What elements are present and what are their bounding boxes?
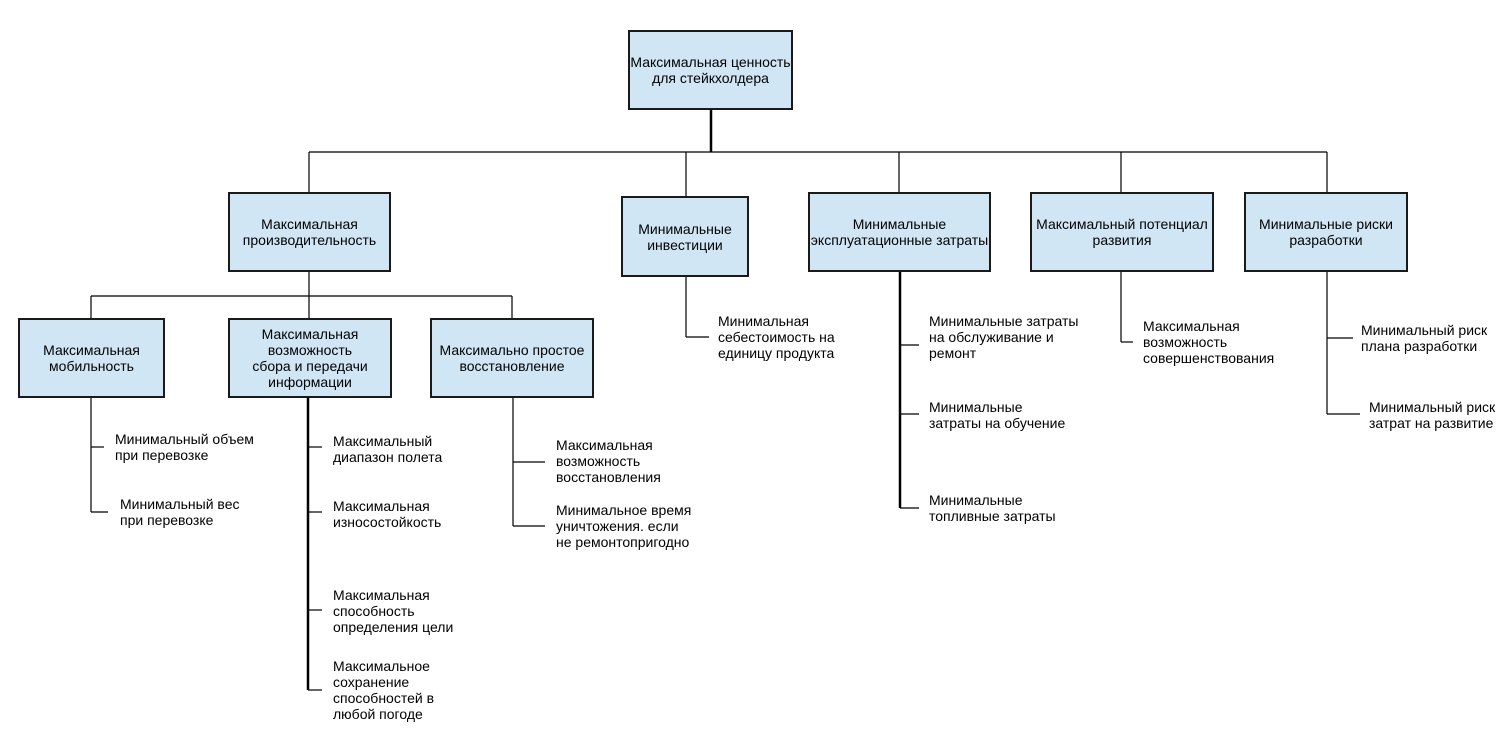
node-mobility[interactable]: Максимальная мобильность xyxy=(18,318,165,398)
node-restore[interactable]: Максимально простое восстановление xyxy=(430,318,594,398)
leaf-info-weather: Максимальное сохранение способностей в л… xyxy=(333,658,435,722)
node-operating-costs[interactable]: Минимальные эксплуатационные затраты xyxy=(808,192,991,272)
leaf-investments-cost: Минимальная себестоимость на единицу про… xyxy=(718,313,835,361)
node-root-label: Максимальная ценность для стейкхолдера xyxy=(630,54,791,86)
node-productivity-label: Максимальная производительность xyxy=(242,216,377,248)
node-development[interactable]: Максимальный потенциал развития xyxy=(1030,192,1214,272)
leaf-restore-destruction: Минимальное время уничтожения. если не р… xyxy=(556,502,692,550)
node-info[interactable]: Максимальная возможность сбора и передач… xyxy=(228,318,392,398)
node-development-label: Максимальный потенциал развития xyxy=(1036,216,1208,248)
node-root[interactable]: Максимальная ценность для стейкхолдера xyxy=(628,30,793,110)
leaf-info-durability: Максимальная износостойкость xyxy=(333,498,442,530)
node-productivity[interactable]: Максимальная производительность xyxy=(228,192,391,272)
node-operating-costs-label: Минимальные эксплуатационные затраты xyxy=(810,216,989,248)
node-investments[interactable]: Минимальные инвестиции xyxy=(621,196,749,277)
node-restore-label: Максимально простое восстановление xyxy=(439,342,585,374)
leaf-operating-maintenance: Минимальные затраты на обслуживание и ре… xyxy=(929,313,1079,361)
leaf-operating-fuel: Минимальные топливные затраты xyxy=(929,492,1056,524)
leaf-risks-plan: Минимальный риск плана разработки xyxy=(1361,322,1488,354)
leaf-mobility-volume: Минимальный объем при перевозке xyxy=(115,431,254,463)
leaf-operating-training: Минимальные затраты на обучение xyxy=(929,399,1066,431)
node-info-label: Максимальная возможность сбора и передач… xyxy=(252,326,368,390)
leaf-info-targeting: Максимальная способность определения цел… xyxy=(333,587,454,635)
leaf-development-improvement: Максимальная возможность совершенствован… xyxy=(1143,318,1275,366)
leaf-restore-ability: Максимальная возможность восстановления xyxy=(556,437,661,485)
leaf-mobility-weight: Минимальный вес при перевозке xyxy=(120,496,240,528)
node-risks[interactable]: Минимальные риски разработки xyxy=(1244,192,1408,272)
node-mobility-label: Максимальная мобильность xyxy=(43,342,140,374)
leaf-risks-costs: Минимальный риск затрат на развитие xyxy=(1369,399,1496,431)
node-risks-label: Минимальные риски разработки xyxy=(1259,216,1393,248)
leaf-info-range: Максимальный диапазон полета xyxy=(333,433,443,465)
node-investments-label: Минимальные инвестиции xyxy=(638,220,732,253)
